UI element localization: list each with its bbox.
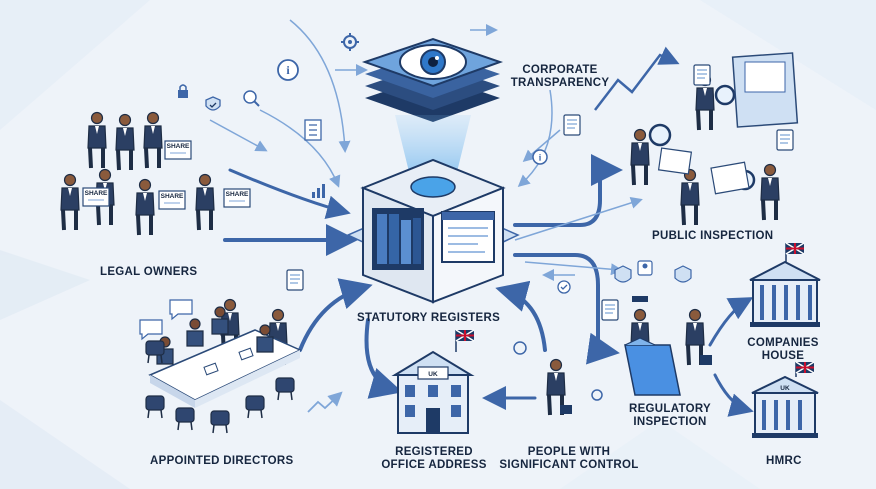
appointed-directors-meeting bbox=[139, 297, 302, 434]
shield-check-icon bbox=[205, 96, 221, 111]
thin-arrows bbox=[209, 19, 643, 281]
appointed-directors-label: Appointed Directors bbox=[150, 455, 294, 467]
building-uk-label: UK bbox=[780, 385, 790, 392]
hmrc-building: UK bbox=[751, 361, 819, 438]
arrow-registers-to-office bbox=[364, 318, 403, 399]
checklist-icon bbox=[304, 119, 322, 141]
svg-text:i: i bbox=[539, 153, 542, 163]
small-trend-arrow bbox=[307, 391, 343, 413]
regulatory-inspection-line1: Regulatory bbox=[628, 403, 711, 415]
arrow-psc-to-registers bbox=[495, 280, 547, 352]
registered-office-address-line1: Registered bbox=[395, 446, 473, 458]
regulatory-inspection-label: Regulatory Inspection bbox=[622, 403, 718, 429]
registered-office-building: UK bbox=[391, 329, 475, 434]
share-certificate-label: SHARE bbox=[161, 193, 184, 200]
user-shield-icon bbox=[637, 260, 653, 276]
people-with-significant-control-label: People With Significant Control bbox=[494, 446, 644, 472]
companies-house-label: Companies House bbox=[745, 337, 821, 363]
search-dollar-icon bbox=[243, 90, 260, 107]
svg-text:i: i bbox=[286, 63, 290, 77]
psc-person bbox=[513, 341, 603, 417]
companies-house-line1: Companies bbox=[747, 337, 819, 349]
arrow-regulatory-to-hmrc bbox=[713, 373, 754, 417]
corporate-transparency-line1: Corporate bbox=[522, 64, 598, 76]
statutory-register-server bbox=[346, 158, 520, 304]
public-inspection-group bbox=[629, 52, 799, 227]
lock-icon bbox=[178, 84, 188, 98]
share-certificate-label: SHARE bbox=[85, 190, 108, 197]
document-icon bbox=[563, 114, 581, 136]
info-icon: i bbox=[532, 149, 548, 165]
transparency-eye-stack bbox=[361, 37, 504, 180]
arrow-owners-to-registers-upper bbox=[228, 168, 351, 219]
legal-owners-label: Legal Owners bbox=[100, 266, 198, 278]
arrow-registers-to-regulatory bbox=[513, 253, 620, 365]
registered-office-address-label: Registered Office Address bbox=[372, 446, 496, 472]
gear-icon bbox=[341, 33, 359, 51]
statutory-registers-label: Statutory Registers bbox=[357, 312, 501, 324]
regulatory-inspection-line2: Inspection bbox=[633, 416, 707, 428]
document-icon bbox=[601, 299, 619, 321]
legal-owners-group: SHARE SHARE SHARE SHARE bbox=[59, 110, 251, 237]
share-certificate-label: SHARE bbox=[167, 143, 190, 150]
checkmark-icon bbox=[557, 280, 571, 294]
arrow-regulatory-to-companies-house bbox=[708, 297, 754, 347]
bar-chart-icon bbox=[312, 184, 325, 198]
regulatory-inspection-group bbox=[614, 265, 712, 396]
psc-line1: People With bbox=[527, 446, 611, 458]
corporate-transparency-label: Corporate Transparency bbox=[508, 64, 612, 90]
share-certificate-label: SHARE bbox=[226, 191, 249, 198]
arrow-registers-to-public bbox=[513, 154, 623, 227]
psc-line2: Significant Control bbox=[499, 459, 639, 471]
companies-house-line2: House bbox=[761, 350, 805, 362]
registered-office-address-line2: Office Address bbox=[381, 459, 487, 471]
arrow-directors-to-registers bbox=[298, 278, 373, 352]
flow-arrows bbox=[223, 154, 754, 417]
hmrc-label: HMRC bbox=[766, 455, 802, 467]
growth-trend-arrow bbox=[594, 46, 680, 111]
corporate-transparency-line2: Transparency bbox=[510, 77, 610, 89]
public-inspection-label: Public Inspection bbox=[652, 230, 774, 242]
building-uk-label: UK bbox=[428, 371, 438, 378]
info-icon: i bbox=[277, 59, 299, 81]
document-icon bbox=[286, 269, 304, 291]
companies-house-building bbox=[749, 242, 821, 327]
